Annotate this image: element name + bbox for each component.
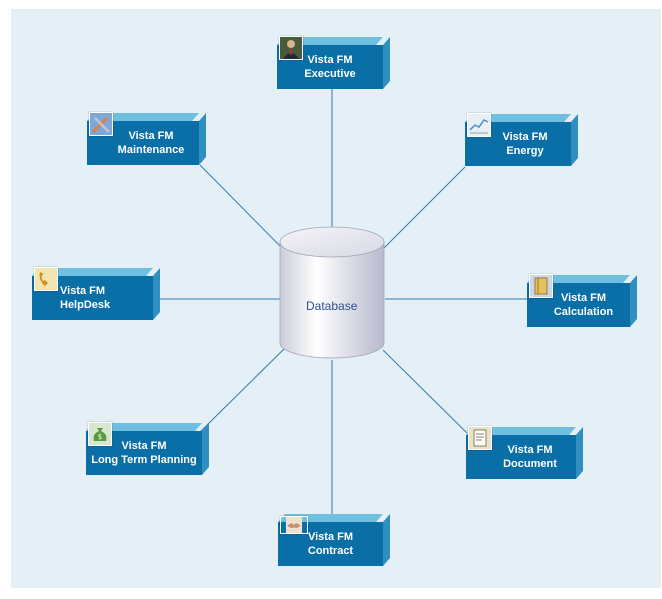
- node-helpdesk[interactable]: Vista FM HelpDesk: [32, 267, 160, 320]
- maintenance-tools-icon: [89, 112, 113, 136]
- node-executive-subtitle: Executive: [304, 68, 356, 80]
- node-calculation[interactable]: Vista FM Calculation: [527, 274, 637, 327]
- node-long-term-planning[interactable]: Vista FM Long Term Planning $: [86, 422, 209, 475]
- svg-text:$: $: [98, 433, 102, 441]
- node-contract[interactable]: Vista FM Contract: [278, 514, 390, 566]
- connector-document: [382, 349, 468, 434]
- node-helpdesk-subtitle: HelpDesk: [60, 299, 111, 311]
- connector-maintenance: [199, 164, 283, 249]
- node-long-term-planning-title: Vista FM: [121, 440, 167, 452]
- node-maintenance-subtitle: Maintenance: [117, 144, 185, 156]
- executive-person-icon: [279, 36, 303, 60]
- calculation-binder-icon: [529, 274, 553, 298]
- node-long-term-planning-subtitle: Long Term Planning: [91, 454, 197, 466]
- node-document[interactable]: Vista FM Document: [466, 426, 583, 479]
- helpdesk-phone-icon: [34, 267, 58, 291]
- node-executive[interactable]: Vista FM Executive: [277, 36, 390, 89]
- node-maintenance[interactable]: Vista FM Maintenance: [87, 112, 206, 165]
- node-document-subtitle: Document: [503, 458, 557, 470]
- node-contract-subtitle: Contract: [307, 545, 354, 557]
- database-cylinder: [279, 226, 385, 359]
- node-energy[interactable]: Vista FM Energy: [465, 113, 578, 166]
- database-label: Database: [306, 299, 358, 313]
- energy-chart-icon: [467, 113, 491, 137]
- node-calculation-title: Vista FM: [560, 292, 607, 304]
- node-energy-title: Vista FM: [502, 131, 548, 143]
- node-calculation-subtitle: Calculation: [553, 306, 614, 318]
- node-helpdesk-title: Vista FM: [60, 285, 106, 297]
- document-icon: [468, 426, 492, 450]
- node-executive-title: Vista FM: [307, 54, 353, 66]
- node-energy-subtitle: Energy: [506, 145, 544, 157]
- connector-energy: [381, 166, 466, 251]
- connector-long-term-planning: [199, 347, 286, 433]
- handshake-icon: [280, 516, 308, 534]
- node-contract-title: Vista FM: [307, 531, 354, 543]
- node-maintenance-title: Vista FM: [128, 130, 174, 142]
- money-bag-icon: $: [88, 422, 112, 446]
- node-document-title: Vista FM: [507, 444, 553, 456]
